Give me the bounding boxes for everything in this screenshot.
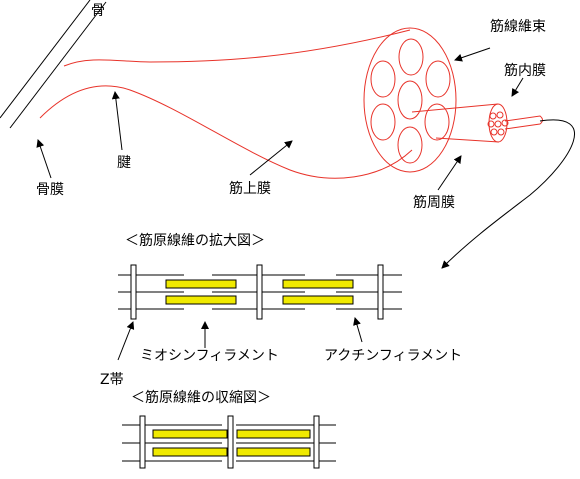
myosin-bars-contracted [152,429,311,457]
connector-arrow [441,119,575,269]
pointer-arrows [36,47,524,191]
z-bands-contracted [139,415,320,469]
label-epimysium: 筋上膜 [229,180,271,197]
label-bone: 骨 [91,3,105,19]
label-z-band: Z帯 [100,372,124,388]
label-periosteum: 骨膜 [36,182,64,198]
muscle-outline [39,29,413,179]
myofibril-enlarged [118,264,402,320]
label-endomysium: 筋内膜 [504,62,546,79]
label-perimysium: 筋周膜 [413,194,455,211]
fascicle-cross-section [363,27,457,173]
label-myosin-filament: ミオシンフィラメント [140,348,279,364]
bone [0,0,107,129]
label-tendon: 腱 [117,155,131,171]
z-bands [130,264,384,320]
label-actin-filament: アクチンフィラメント [324,348,462,364]
filament-pointer-arrows [117,317,363,361]
heading-enlarged: ＜筋原線維の拡大図＞ [125,232,265,249]
fiber-bundle [411,103,543,143]
heading-contracted: ＜筋原線維の収縮図＞ [131,389,271,406]
myofibril-contracted [122,415,336,469]
label-muscle-fiber-bundle: 筋線維束 [490,18,546,35]
myosin-bars [165,279,354,305]
